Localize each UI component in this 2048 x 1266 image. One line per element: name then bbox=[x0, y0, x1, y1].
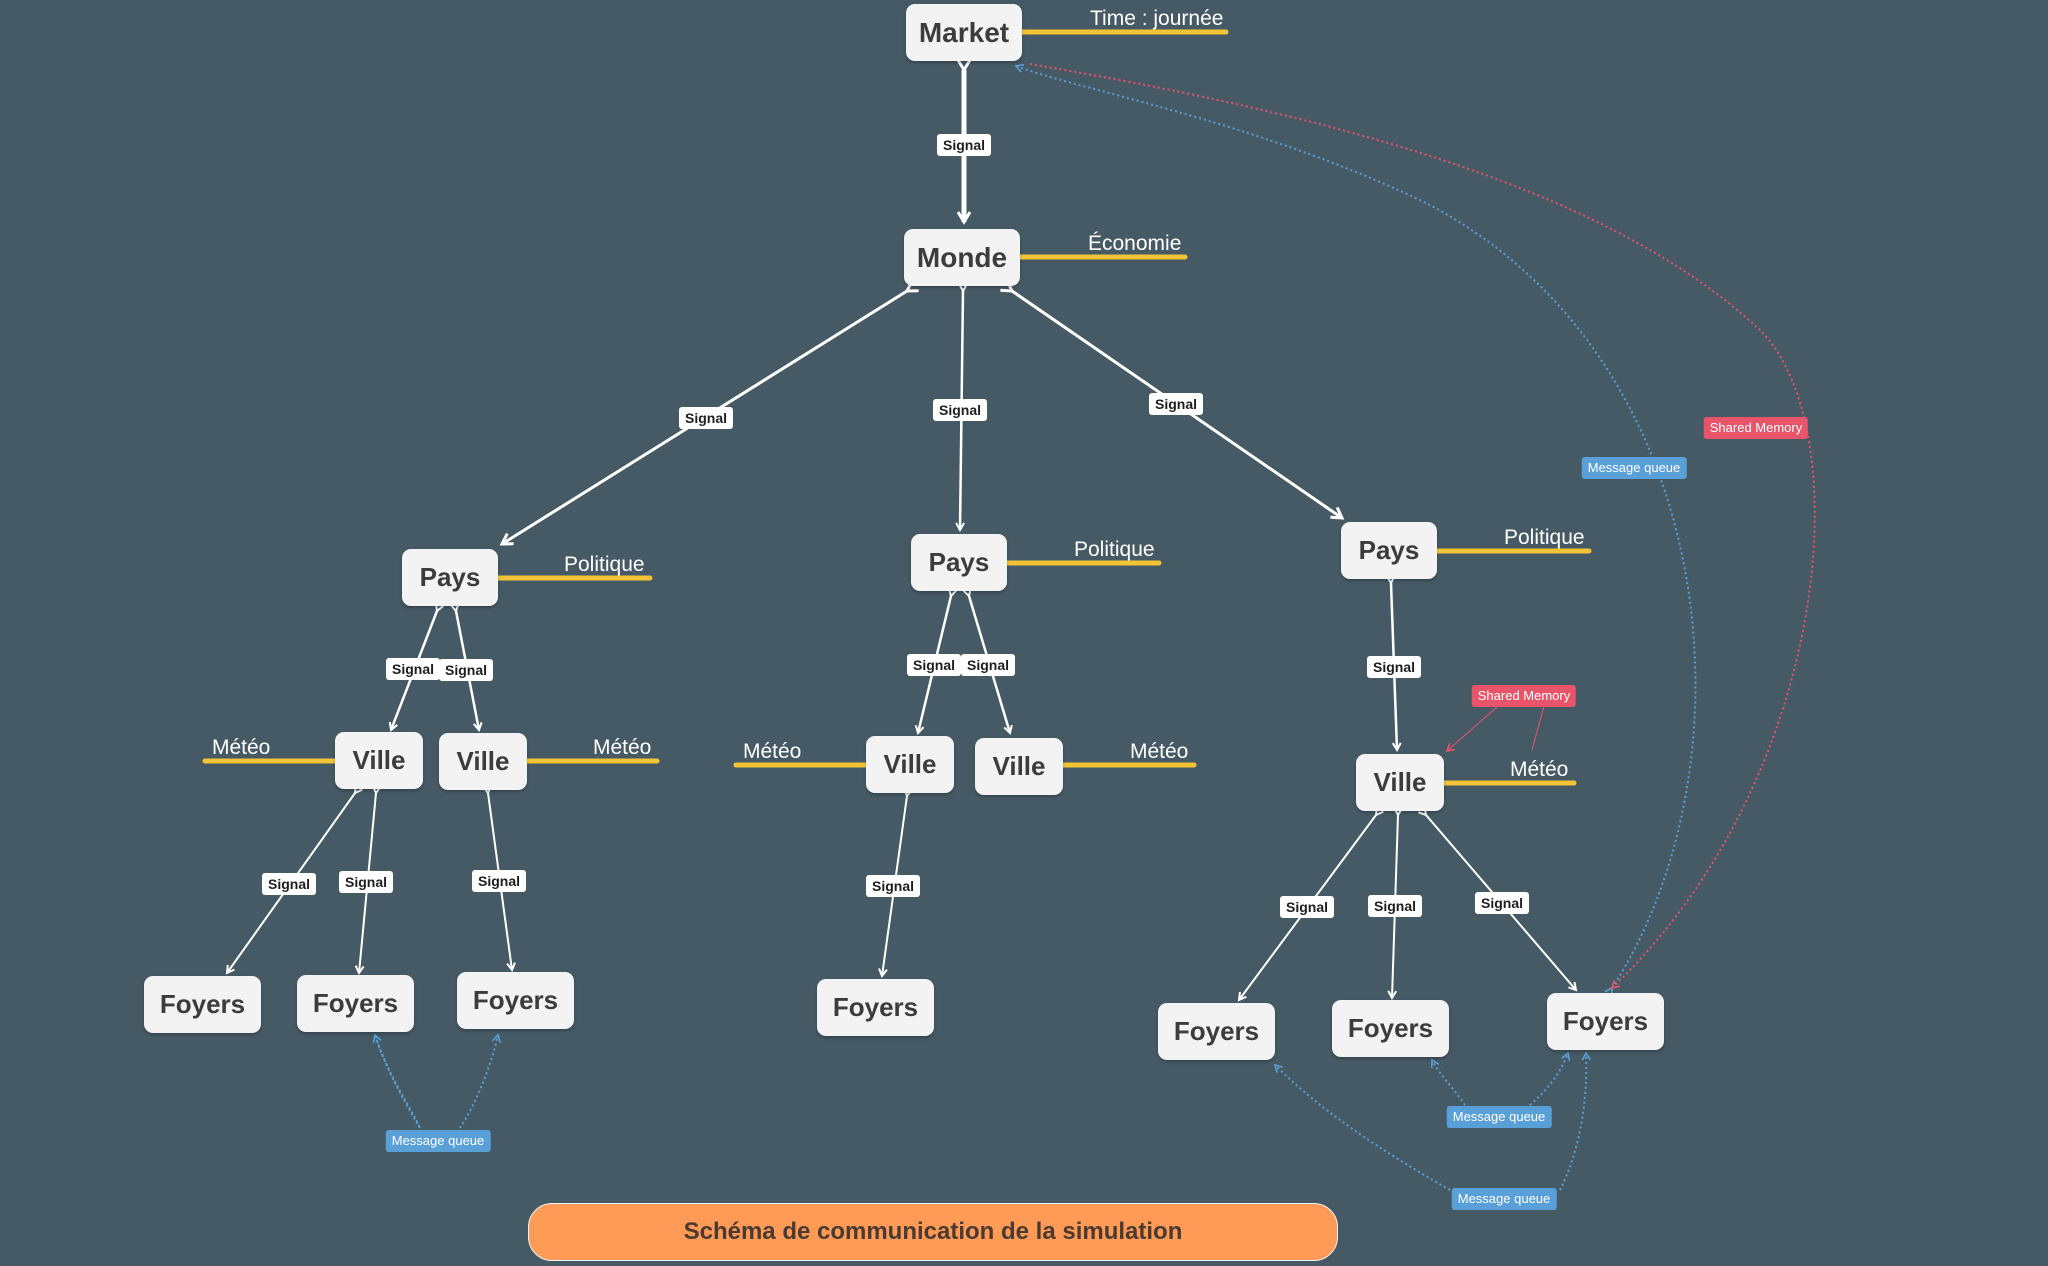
ville-4-node[interactable]: Ville bbox=[975, 738, 1063, 795]
ville-3-node[interactable]: Ville bbox=[866, 736, 954, 793]
ville-1-node[interactable]: Ville bbox=[335, 732, 423, 789]
signal-label-pays-right-ville-5: Signal bbox=[1366, 656, 1422, 678]
signal-label-pays-left-ville-2: Signal bbox=[438, 659, 494, 681]
ville-4-attribute: Météo bbox=[1130, 740, 1189, 763]
market-node[interactable]: Market bbox=[906, 4, 1022, 61]
pays-mid-attribute: Politique bbox=[1074, 538, 1155, 561]
signal-label-ville-1-foyers-1: Signal bbox=[261, 873, 317, 895]
diagram-title: Schéma de communication de la simulation bbox=[528, 1203, 1338, 1261]
message-queue-edges bbox=[372, 63, 1697, 1191]
shared-memory-edges bbox=[1029, 63, 1816, 990]
pays-left-node[interactable]: Pays bbox=[402, 549, 498, 606]
ville-2-attribute: Météo bbox=[593, 736, 652, 759]
signal-label-monde-pays-left: Signal bbox=[678, 407, 734, 429]
signal-label-pays-mid-ville-3: Signal bbox=[906, 654, 962, 676]
signal-label-ville-3-foyers-4: Signal bbox=[865, 875, 921, 897]
monde-node[interactable]: Monde bbox=[904, 229, 1020, 286]
shared-memory-label-market-foyers: Shared Memory bbox=[1703, 417, 1809, 439]
message-queue-label-right-1: Message queue bbox=[1446, 1106, 1552, 1128]
shared-memory-pointer bbox=[1445, 705, 1545, 753]
shared-memory-label-ville: Shared Memory bbox=[1471, 685, 1577, 707]
ville-3-attribute: Météo bbox=[743, 740, 802, 763]
pays-mid-node[interactable]: Pays bbox=[911, 534, 1007, 591]
signal-label-monde-pays-mid: Signal bbox=[932, 399, 988, 421]
signal-label-monde-pays-right: Signal bbox=[1148, 393, 1204, 415]
signal-label-ville-5-foyers-7: Signal bbox=[1474, 892, 1530, 914]
foyers-1-node[interactable]: Foyers bbox=[144, 976, 261, 1033]
foyers-6-node[interactable]: Foyers bbox=[1332, 1000, 1449, 1057]
message-queue-label-left: Message queue bbox=[385, 1130, 491, 1152]
pays-right-attribute: Politique bbox=[1504, 526, 1585, 549]
signal-label-pays-mid-ville-4: Signal bbox=[960, 654, 1016, 676]
market-attribute: Time : journée bbox=[1090, 7, 1224, 30]
signal-label-pays-left-ville-1: Signal bbox=[385, 658, 441, 680]
signal-label-market-monde: Signal bbox=[936, 134, 992, 156]
ville-1-attribute: Météo bbox=[212, 736, 271, 759]
foyers-7-node[interactable]: Foyers bbox=[1547, 993, 1664, 1050]
signal-label-ville-5-foyers-6: Signal bbox=[1367, 895, 1423, 917]
monde-attribute: Économie bbox=[1088, 232, 1182, 255]
pays-left-attribute: Politique bbox=[564, 553, 645, 576]
foyers-4-node[interactable]: Foyers bbox=[817, 979, 934, 1036]
foyers-3-node[interactable]: Foyers bbox=[457, 972, 574, 1029]
message-queue-label-right-2: Message queue bbox=[1451, 1188, 1557, 1210]
foyers-5-node[interactable]: Foyers bbox=[1158, 1003, 1275, 1060]
signal-label-ville-1-foyers-2: Signal bbox=[338, 871, 394, 893]
ville-5-node[interactable]: Ville bbox=[1356, 754, 1444, 811]
pays-right-node[interactable]: Pays bbox=[1341, 522, 1437, 579]
signal-label-ville-2-foyers-3: Signal bbox=[471, 870, 527, 892]
ville-5-attribute: Météo bbox=[1510, 758, 1569, 781]
signal-label-ville-5-foyers-5: Signal bbox=[1279, 896, 1335, 918]
foyers-2-node[interactable]: Foyers bbox=[297, 975, 414, 1032]
message-queue-label-market-foyers: Message queue bbox=[1581, 457, 1687, 479]
ville-2-node[interactable]: Ville bbox=[439, 733, 527, 790]
